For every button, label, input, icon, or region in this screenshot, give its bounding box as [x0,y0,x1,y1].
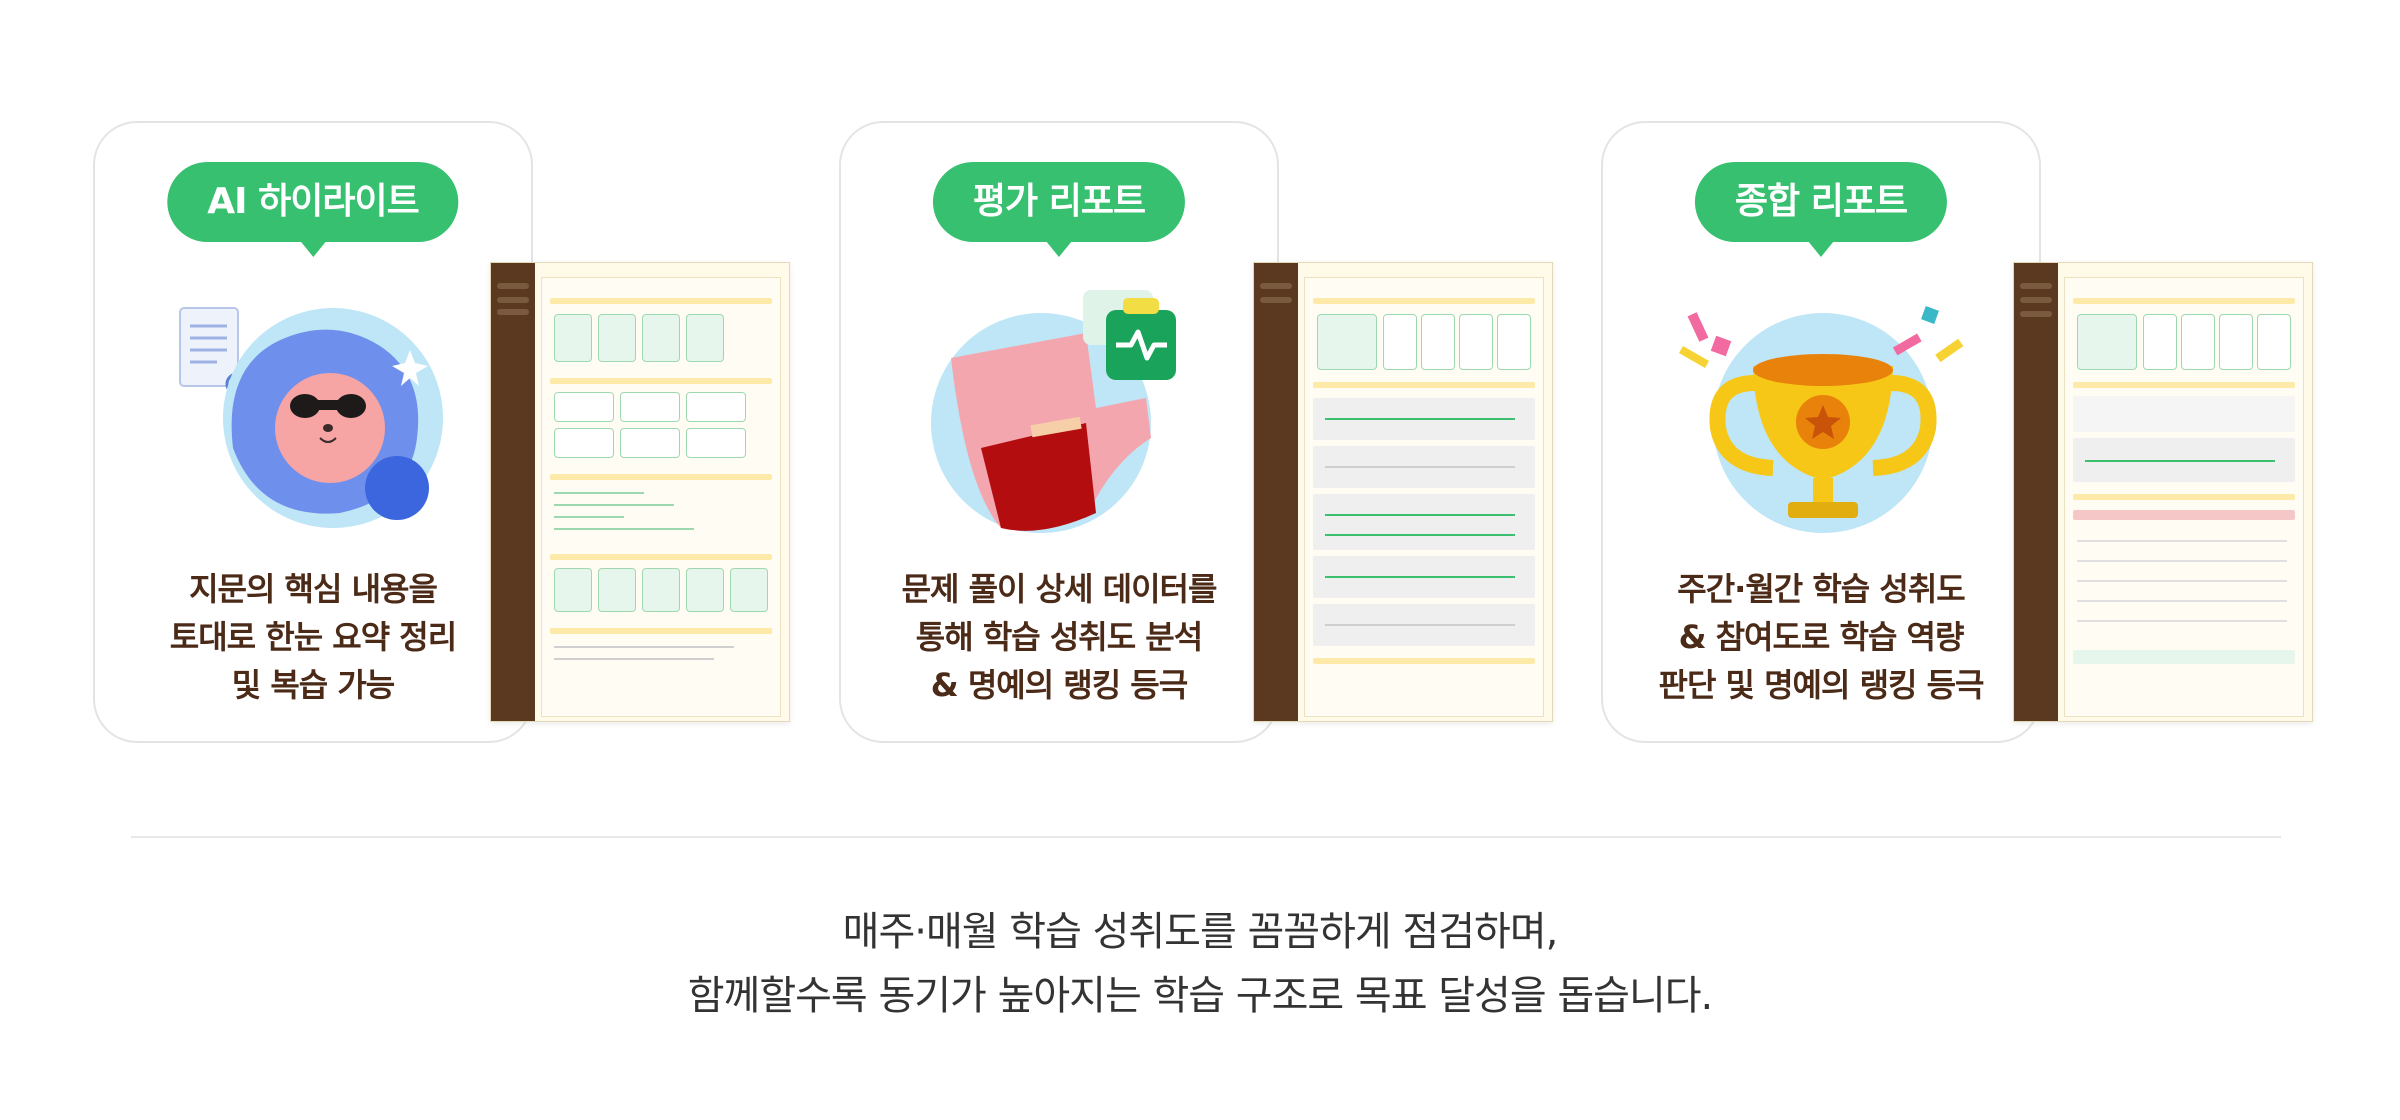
footer-message: 매주·매월 학습 성취도를 꼼꼼하게 점검하며, 함께할수록 동기가 높아지는 … [687,909,1714,1019]
card-description: 주간·월간 학습 성취도 & 참여도로 학습 역량 판단 및 명예의 랭킹 등극 [1658,570,1985,704]
mascot-icon [179,307,443,528]
screenshot-thumbnail [1253,262,1553,722]
thumbnail-content [1304,277,1544,717]
card-title: AI 하이라이트 [167,162,459,242]
card-title: 종합 리포트 [1694,162,1948,242]
card-title: 평가 리포트 [932,162,1186,242]
thumbnail-content [2064,277,2304,717]
report-paper-icon [931,290,1176,533]
feature-card-comprehensive-report: 종합 리포트 주간·월간 학습 성취도 & 참여도로 학습 역량 판단 및 명예… [1601,121,2041,743]
card-description: 지문의 핵심 내용을 토대로 한눈 요약 정리 및 복습 가능 [169,570,457,704]
thumbnail-sidebar [1254,263,1298,721]
thumbnail-sidebar [491,263,535,721]
card-description: 문제 풀이 상세 데이터를 통해 학습 성취도 분석 & 명예의 랭킹 등극 [901,570,1218,704]
screenshot-thumbnail [490,262,790,722]
screenshot-thumbnail [2013,262,2313,722]
feature-card-ai-highlight: AI 하이라이트 지문의 핵심 내용을 토대로 한눈 요약 정리 및 복습 가능 [93,121,533,743]
thumbnail-sidebar [2014,263,2058,721]
feature-card-evaluation-report: 평가 리포트 문제 풀이 상세 데이터를 통해 학습 성취도 분석 & 명예의 … [839,121,1279,743]
thumbnail-content [541,277,781,717]
section-divider [131,836,2281,838]
trophy-icon [1679,306,1964,533]
